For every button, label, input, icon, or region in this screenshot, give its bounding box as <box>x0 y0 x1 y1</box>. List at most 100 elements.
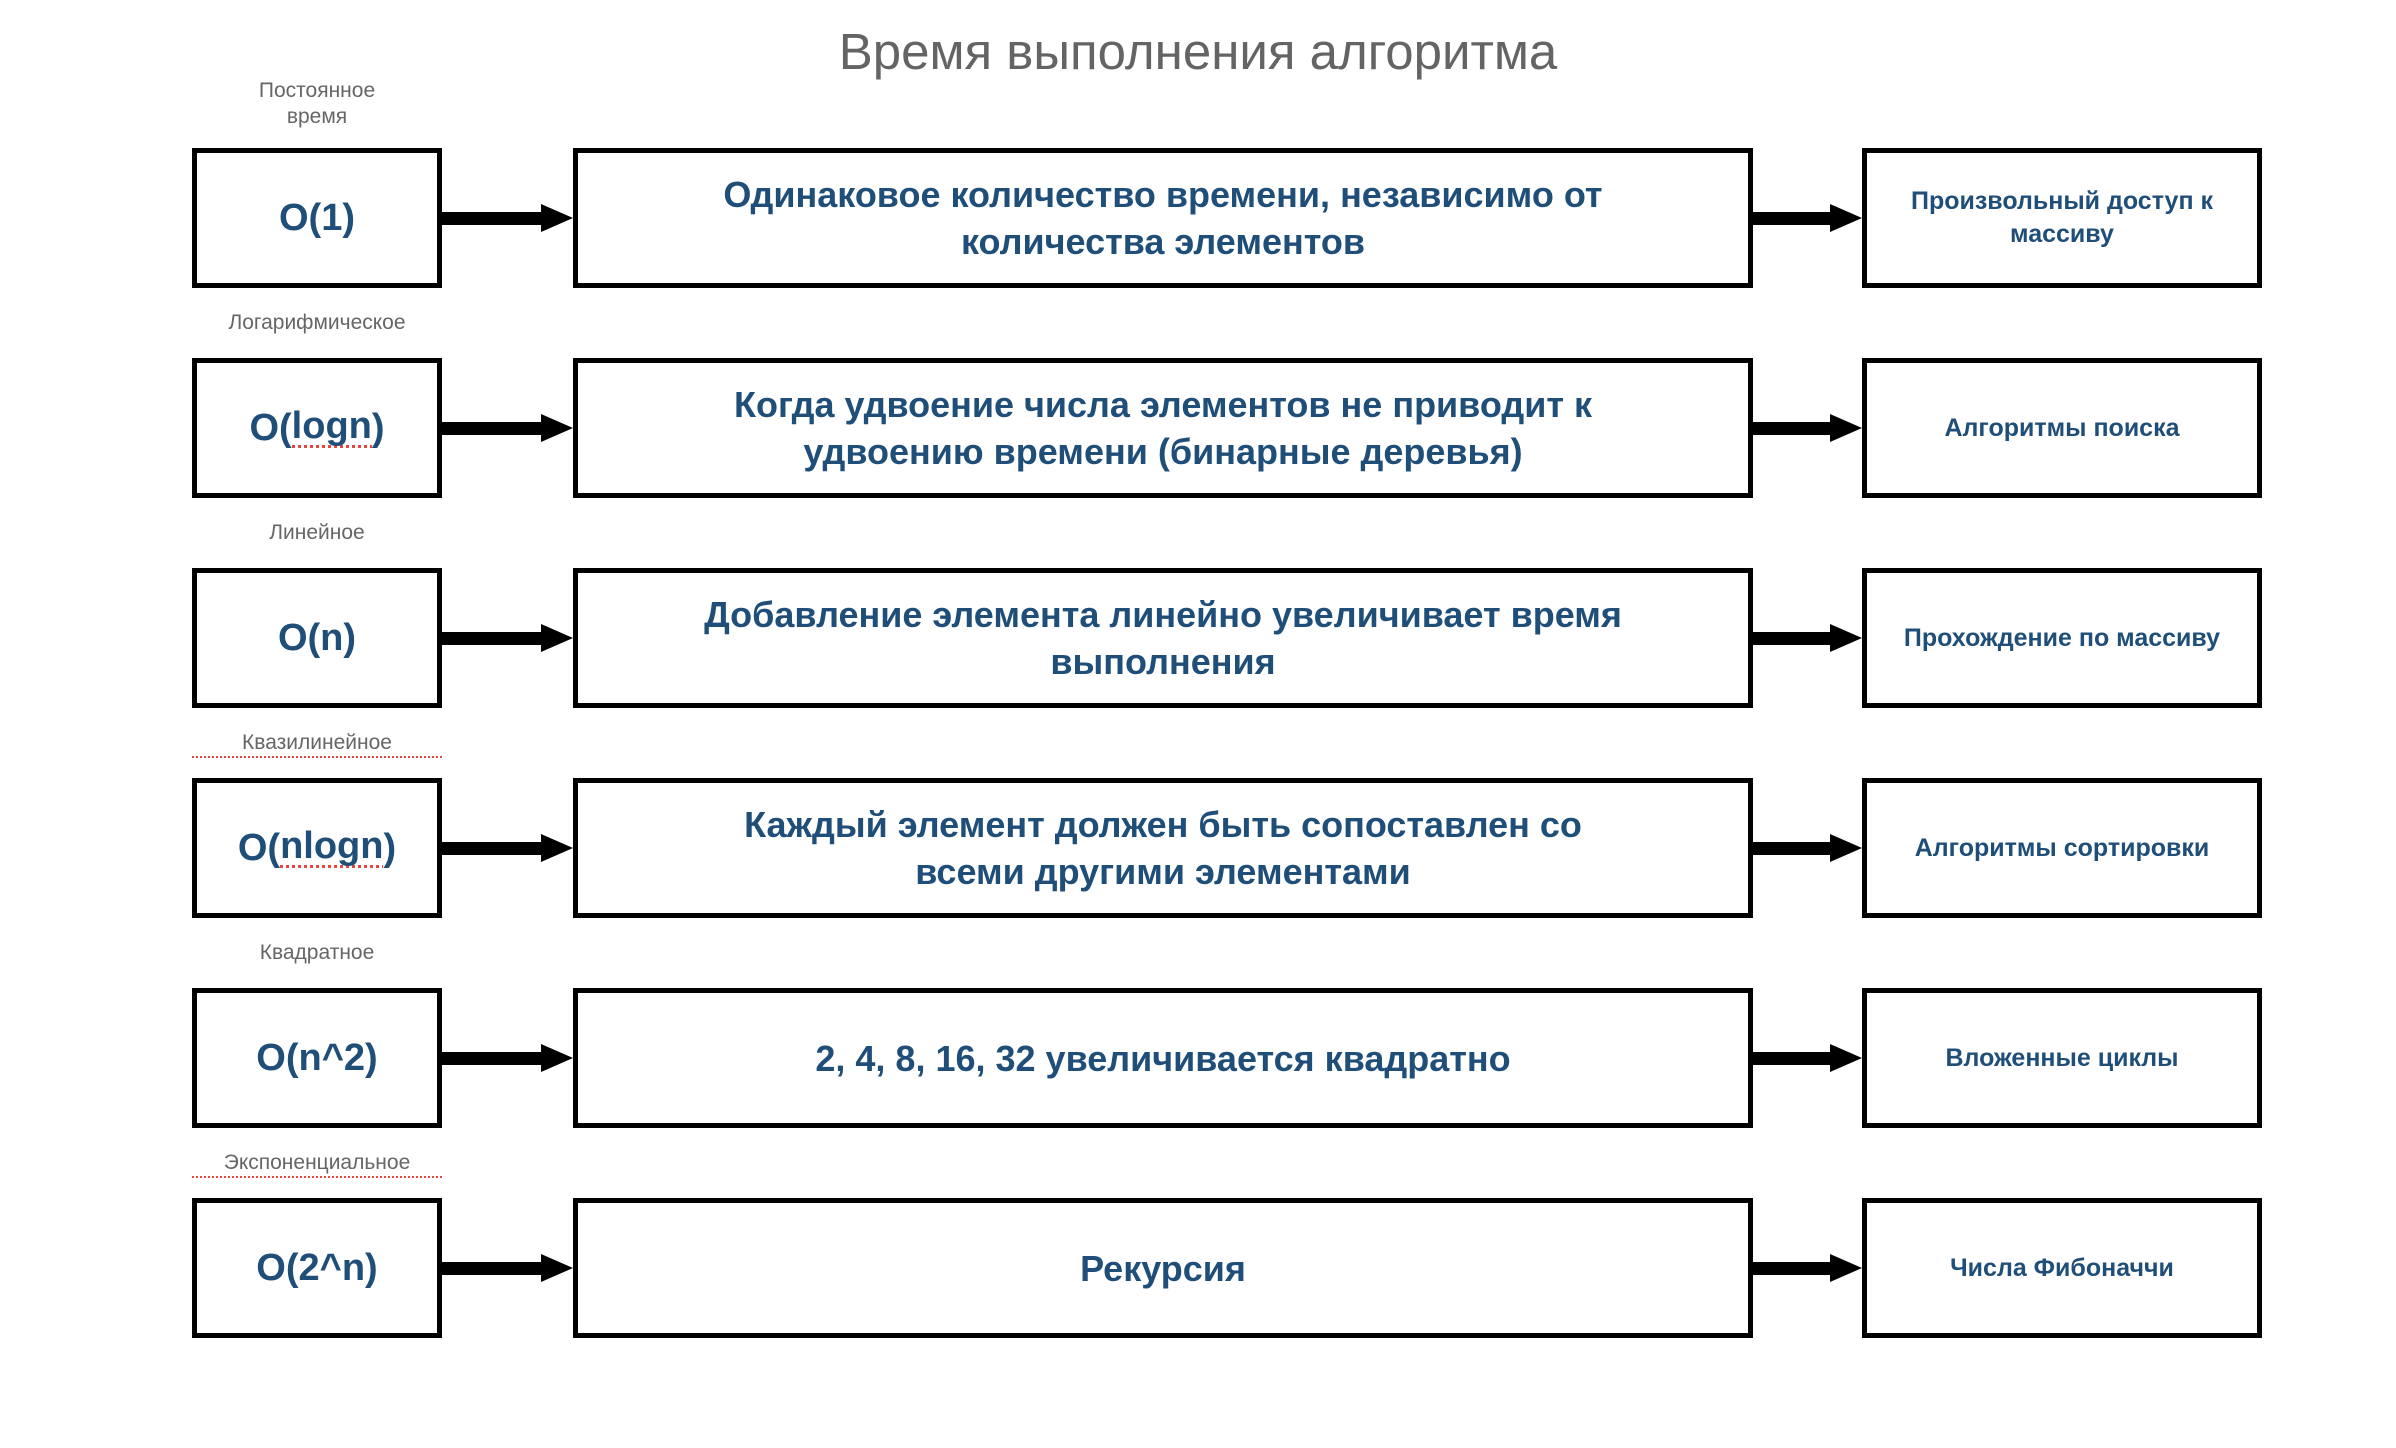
complexity-text-misspelled: nlogn <box>280 825 384 871</box>
description-box[interactable]: Одинаковое количество времени, независим… <box>573 148 1753 288</box>
arrow-head <box>1830 1254 1862 1282</box>
complexity-box[interactable]: O(nlogn) <box>192 778 442 918</box>
description-box[interactable]: Рекурсия <box>573 1198 1753 1338</box>
category-label: Квазилинейное <box>192 730 442 758</box>
description-line: Добавление элемента линейно увеличивает … <box>704 594 1622 635</box>
page-title: Время выполнения алгоритма <box>838 23 1558 80</box>
complexity-text: O( <box>237 826 281 869</box>
arrow-right-icon <box>442 834 573 862</box>
example-box[interactable]: Алгоритмы сортировки <box>1862 778 2262 918</box>
complexity-box[interactable]: O(n) <box>192 568 442 708</box>
arrow-shaft <box>442 212 541 225</box>
arrow-head <box>1830 834 1862 862</box>
example-text: Алгоритмы поиска <box>1944 412 2179 445</box>
category-label-line: Постоянное <box>258 79 376 102</box>
category-label: Линейное <box>192 520 442 546</box>
arrow-right-icon <box>1753 1254 1862 1282</box>
description-line: Рекурсия <box>1080 1247 1246 1289</box>
example-line: Произвольный доступ к <box>1910 187 2214 215</box>
arrow-head <box>541 204 573 232</box>
description-line: всеми другими элементами <box>915 851 1411 892</box>
description-text: Рекурсия <box>1080 1245 1246 1292</box>
example-box[interactable]: Числа Фибоначчи <box>1862 1198 2262 1338</box>
description-line: Каждый элемент должен быть сопоставлен с… <box>744 804 1582 845</box>
arrow-head <box>1830 204 1862 232</box>
complexity-text: ) <box>383 826 397 869</box>
description-text: Каждый элемент должен быть сопоставлен с… <box>744 801 1582 895</box>
complexity-box[interactable]: O(n^2) <box>192 988 442 1128</box>
arrow-shaft <box>1753 1262 1830 1275</box>
description-text: 2, 4, 8, 16, 32 увеличивается квадратно <box>815 1035 1510 1082</box>
complexity-text: O(1) <box>279 196 355 239</box>
category-label-line: Квадратное <box>259 941 375 964</box>
example-line: Вложенные циклы <box>1945 1043 2179 1072</box>
arrow-right-icon <box>442 624 573 652</box>
example-line: Алгоритмы сортировки <box>1914 833 2210 862</box>
example-box[interactable]: Алгоритмы поиска <box>1862 358 2262 498</box>
arrow-shaft <box>1753 632 1830 645</box>
description-line: Когда удвоение числа элементов не привод… <box>734 384 1592 425</box>
arrow-right-icon <box>442 204 573 232</box>
example-box[interactable]: Вложенные циклы <box>1862 988 2262 1128</box>
complexity-text: O(2^n) <box>256 1246 378 1289</box>
arrow-right-icon <box>1753 624 1862 652</box>
example-line: Прохождение по массиву <box>1903 623 2221 652</box>
arrow-right-icon <box>442 1044 573 1072</box>
description-box[interactable]: Когда удвоение числа элементов не привод… <box>573 358 1753 498</box>
arrow-shaft <box>442 632 541 645</box>
arrow-head <box>541 834 573 862</box>
arrow-head <box>1830 1044 1862 1072</box>
arrow-head <box>541 414 573 442</box>
description-text: Одинаковое количество времени, независим… <box>723 171 1602 265</box>
complexity-text-misspelled: logn <box>291 405 372 451</box>
description-box[interactable]: Каждый элемент должен быть сопоставлен с… <box>573 778 1753 918</box>
complexity-box[interactable]: O(1) <box>192 148 442 288</box>
arrow-shaft <box>1753 212 1830 225</box>
description-line: Одинаковое количество времени, независим… <box>723 174 1603 215</box>
arrow-right-icon <box>1753 834 1862 862</box>
example-line: Числа Фибоначчи <box>1950 1253 2174 1282</box>
example-line: массиву <box>2010 220 2114 248</box>
example-text: Произвольный доступ к массиву <box>1911 185 2213 251</box>
example-text: Числа Фибоначчи <box>1950 1252 2174 1285</box>
description-box[interactable]: Добавление элемента линейно увеличивает … <box>573 568 1753 708</box>
category-label-line: Логарифмическое <box>228 311 406 334</box>
category-label-line: время <box>286 105 348 128</box>
complexity-box[interactable]: O(logn) <box>192 358 442 498</box>
complexity-box[interactable]: O(2^n) <box>192 1198 442 1338</box>
arrow-right-icon <box>1753 1044 1862 1072</box>
category-label: Постоянное время <box>192 78 442 130</box>
description-line: удвоению времени (бинарные деревья) <box>803 431 1523 472</box>
category-label-line: Квазилинейное <box>192 730 442 758</box>
arrow-head <box>541 1044 573 1072</box>
arrow-head <box>541 1254 573 1282</box>
complexity-text: ) <box>371 406 385 449</box>
arrow-right-icon <box>1753 414 1862 442</box>
category-label-line: Линейное <box>269 521 365 544</box>
arrow-right-icon <box>1753 204 1862 232</box>
description-box[interactable]: 2, 4, 8, 16, 32 увеличивается квадратно <box>573 988 1753 1128</box>
arrow-head <box>1830 624 1862 652</box>
description-line: 2, 4, 8, 16, 32 увеличивается квадратно <box>815 1037 1511 1079</box>
example-text: Алгоритмы сортировки <box>1915 832 2209 865</box>
example-line: Алгоритмы поиска <box>1944 413 2180 442</box>
example-box[interactable]: Произвольный доступ к массиву <box>1862 148 2262 288</box>
example-text: Вложенные циклы <box>1945 1042 2178 1075</box>
category-label: Экспоненциальное <box>192 1150 442 1178</box>
description-text: Когда удвоение числа элементов не привод… <box>734 381 1592 475</box>
arrow-shaft <box>1753 842 1830 855</box>
arrow-shaft <box>442 842 541 855</box>
arrow-shaft <box>442 1052 541 1065</box>
arrow-right-icon <box>442 414 573 442</box>
example-box[interactable]: Прохождение по массиву <box>1862 568 2262 708</box>
description-line: выполнения <box>1050 641 1276 682</box>
arrow-right-icon <box>442 1254 573 1282</box>
description-line: количества элементов <box>960 221 1365 262</box>
example-text: Прохождение по массиву <box>1904 622 2220 655</box>
